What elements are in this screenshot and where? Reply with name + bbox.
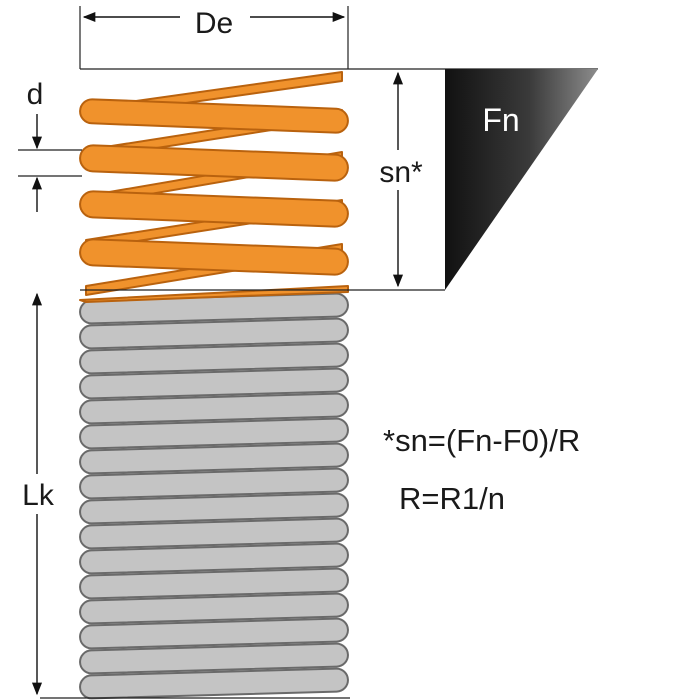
inactive-coil-bar [79,417,349,450]
inactive-coil-bar [79,392,349,425]
active-coil-bar [79,144,349,182]
active-coil-bar [79,98,349,134]
de-label: De [195,7,233,40]
inactive-coil-turn [79,667,349,700]
d-label: d [27,78,44,111]
inactive-coil-bar [79,442,349,475]
inactive-coil-turn [79,467,349,500]
rate-formula: R=R1/n [399,481,505,516]
inactive-coil-turn [79,542,349,575]
active-coil-bar [79,238,349,276]
active-coil-turn [79,144,349,182]
active-coil-bar [79,190,349,228]
active-coil-turn [79,98,349,134]
inactive-coil-turn [79,317,349,350]
fn-label: Fn [482,102,519,138]
inactive-coil-turn [79,567,349,600]
inactive-coil-turn [79,392,349,425]
inactive-coil-bar [79,617,349,650]
lk-label: Lk [22,479,55,512]
inactive-coil-turn [79,417,349,450]
inactive-coil-bar [79,342,349,375]
inactive-coils [79,292,349,700]
inactive-coil-turn [79,342,349,375]
inactive-coil-turn [79,442,349,475]
inactive-coil-bar [79,642,349,675]
inactive-coil-bar [79,592,349,625]
inactive-coil-bar [79,542,349,575]
de-label-background [180,6,250,38]
active-coil-turn [79,190,349,228]
inactive-coil-turn [79,642,349,675]
sn-label-background [364,150,440,190]
inactive-coil-bar [79,667,349,700]
inactive-coil-bar [79,517,349,550]
inactive-coil-bar [79,317,349,350]
inactive-coil-bar [79,467,349,500]
travel-formula: *sn=(Fn-F0)/R [383,423,580,458]
sn-label: sn* [379,156,423,189]
inactive-coil-turn [79,617,349,650]
lk-label-background [12,474,64,514]
inactive-coil-bar [79,567,349,600]
force-triangle [445,69,598,290]
active-coils [79,71,349,303]
inactive-coil-bar [79,492,349,525]
inactive-coil-bar [79,367,349,400]
inactive-coil-turn [79,492,349,525]
active-coil-turn [79,238,349,276]
inactive-coil-turn [79,517,349,550]
inactive-coil-turn [79,592,349,625]
inactive-coil-turn [79,367,349,400]
